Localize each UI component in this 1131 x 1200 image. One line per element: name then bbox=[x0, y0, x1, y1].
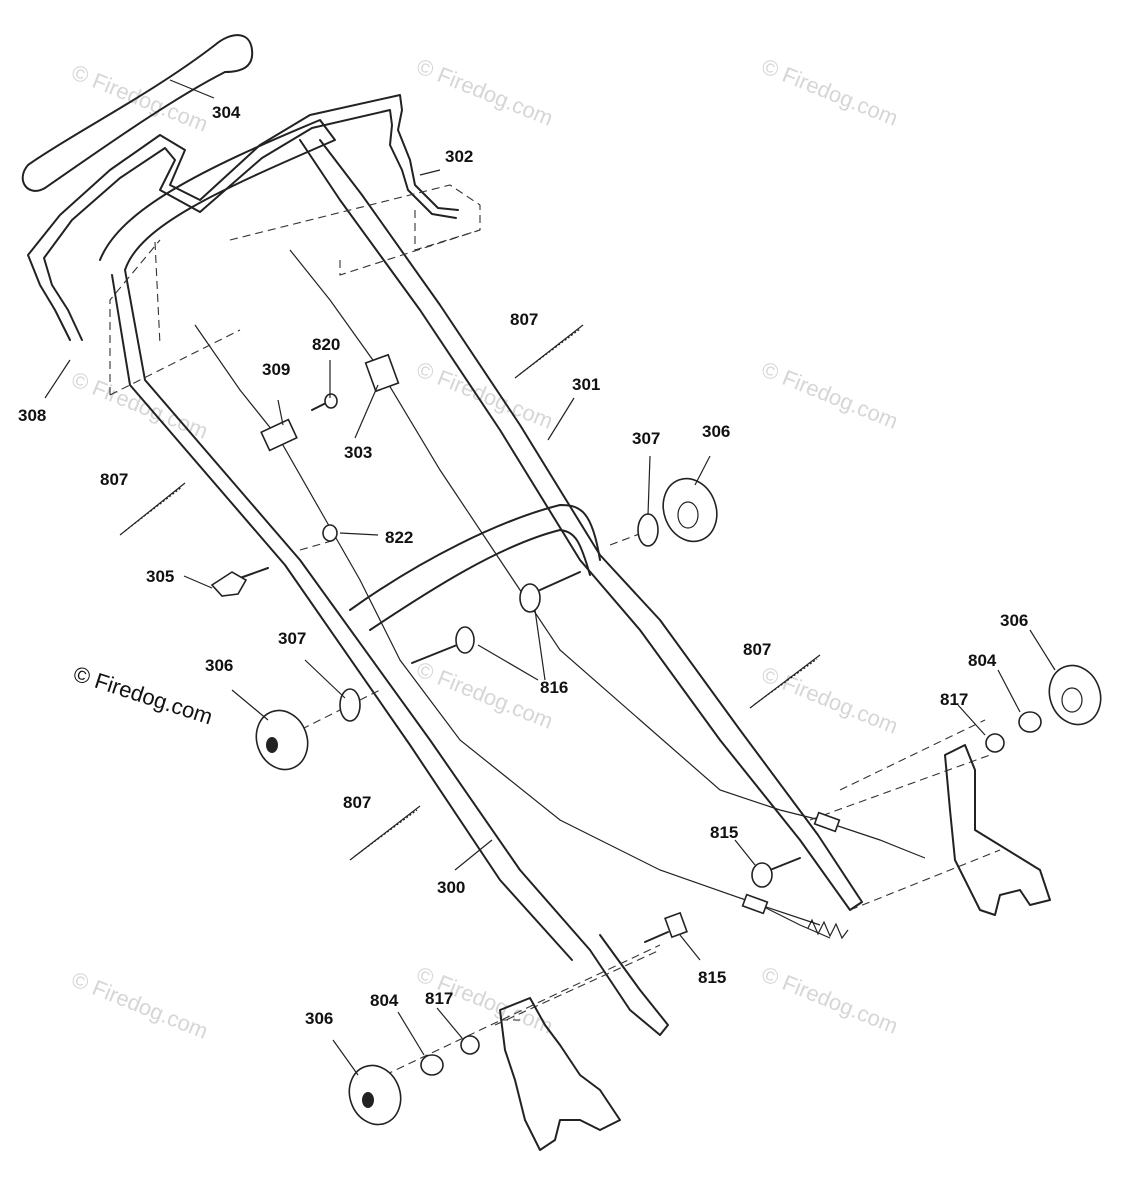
knob-306-upper-right bbox=[662, 477, 718, 543]
alignment-lines bbox=[109, 184, 1001, 1076]
callout-815-upper: 815 bbox=[710, 823, 738, 842]
knob-306-right bbox=[1048, 664, 1102, 726]
knob-306-left bbox=[255, 709, 309, 771]
watermark: © Firedog.com bbox=[758, 661, 901, 738]
callout-306-right: 306 bbox=[1000, 611, 1028, 630]
callout-304: 304 bbox=[212, 103, 241, 122]
callout-306-upper: 306 bbox=[702, 422, 730, 441]
leader-lines bbox=[44, 79, 1056, 1076]
lower-handle-300b bbox=[111, 274, 573, 961]
cable-clip-303 bbox=[364, 353, 400, 393]
bolt-807-left bbox=[119, 482, 186, 536]
callout-307-left: 307 bbox=[278, 629, 306, 648]
callout-807-lower: 807 bbox=[343, 793, 371, 812]
callout-816: 816 bbox=[540, 678, 568, 697]
callout-804-bottom: 804 bbox=[370, 991, 399, 1010]
callout-303: 303 bbox=[344, 443, 372, 462]
knob-306-bottom bbox=[348, 1064, 402, 1126]
callout-820: 820 bbox=[312, 335, 340, 354]
watermark: © Firedog.com bbox=[413, 53, 556, 130]
lower-handle-300 bbox=[99, 119, 669, 1036]
grip-304 bbox=[21, 34, 254, 192]
washer-804-bottom bbox=[420, 1054, 444, 1076]
callout-306-bottom: 306 bbox=[305, 1009, 333, 1028]
callout-306-left: 306 bbox=[205, 656, 233, 675]
watermarks: © Firedog.com © Firedog.com © Firedog.co… bbox=[68, 53, 901, 1043]
callout-804-right: 804 bbox=[968, 651, 997, 670]
callout-822: 822 bbox=[385, 528, 413, 547]
callout-305: 305 bbox=[146, 567, 174, 586]
upper-handle-301 bbox=[299, 139, 863, 911]
watermark: © Firedog.com bbox=[68, 966, 211, 1043]
callout-807-right: 807 bbox=[743, 640, 771, 659]
callout-807-upper: 807 bbox=[510, 310, 538, 329]
bracket-right bbox=[944, 744, 1051, 916]
cable-clip-309 bbox=[260, 418, 298, 452]
bolt-816-left bbox=[411, 626, 475, 664]
washer-804-right bbox=[1018, 711, 1042, 733]
cable-end-2 bbox=[759, 904, 831, 939]
callout-labels: 304 302 308 309 820 303 807 301 307 306 … bbox=[18, 103, 1028, 1028]
cable-end-1 bbox=[819, 819, 926, 859]
callout-807-left: 807 bbox=[100, 470, 128, 489]
bolt-807-right bbox=[749, 654, 821, 709]
callout-301: 301 bbox=[572, 375, 600, 394]
cable-fitting-lower bbox=[741, 893, 769, 915]
nut-822 bbox=[322, 524, 338, 542]
callout-817-right: 817 bbox=[940, 690, 968, 709]
callout-302: 302 bbox=[445, 147, 473, 166]
control-cable-309 bbox=[194, 324, 821, 926]
watermark: © Firedog.com bbox=[758, 53, 901, 130]
washer-817-bottom bbox=[460, 1035, 480, 1055]
handle-302 bbox=[27, 94, 459, 341]
bolt-815-lower bbox=[644, 911, 688, 943]
watermark: © Firedog.com bbox=[758, 356, 901, 433]
handle-302-inner bbox=[43, 109, 457, 341]
watermark: © Firedog.com bbox=[413, 356, 556, 433]
bolt-807-upper bbox=[514, 324, 584, 379]
bolt-815-upper bbox=[751, 857, 801, 888]
callout-309: 309 bbox=[262, 360, 290, 379]
watermark: © Firedog.com bbox=[413, 656, 556, 733]
washer-307-upper bbox=[637, 513, 659, 547]
copyright-notice: © Firedog.com bbox=[70, 661, 215, 729]
bracket-bottom bbox=[499, 997, 621, 1151]
watermark: © Firedog.com bbox=[758, 961, 901, 1038]
cross-brace bbox=[349, 504, 601, 631]
cable-fitting-upper bbox=[813, 811, 841, 833]
washer-817-right bbox=[985, 733, 1005, 753]
callout-815-lower: 815 bbox=[698, 968, 726, 987]
bolt-807-lower bbox=[349, 805, 421, 861]
spring bbox=[807, 918, 849, 940]
callout-307-upper: 307 bbox=[632, 429, 660, 448]
knob-305 bbox=[210, 567, 269, 597]
callout-308: 308 bbox=[18, 406, 46, 425]
bolt-816-right bbox=[519, 571, 581, 613]
callout-300: 300 bbox=[437, 878, 465, 897]
washer-307-left bbox=[339, 688, 361, 722]
screw-820 bbox=[311, 393, 338, 411]
callout-817-bottom: 817 bbox=[425, 989, 453, 1008]
